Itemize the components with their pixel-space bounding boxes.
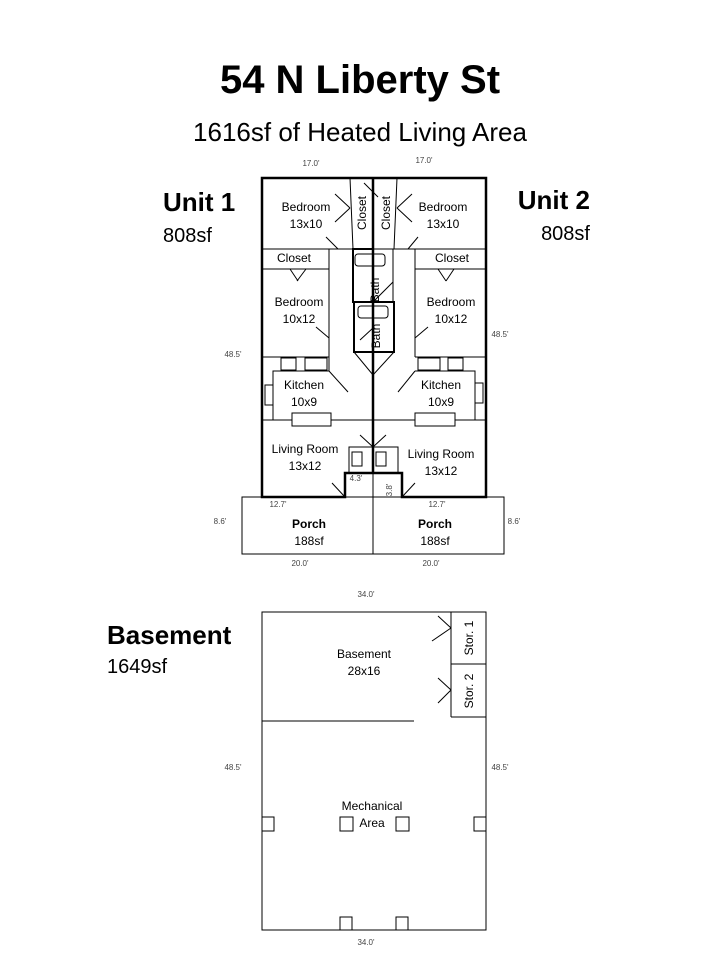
unit-2-area: 808sf (541, 223, 590, 245)
bedroom-2-mid-name: Bedroom (427, 295, 476, 309)
basement-label: Basement (107, 620, 232, 650)
living-1-size: 13x12 (289, 459, 322, 473)
living-2-name: Living Room (408, 447, 475, 461)
storage-1: Stor. 1 (462, 620, 476, 655)
dim-porch-width-right: 20.0' (422, 559, 440, 568)
dim-basement-width: 34.0' (357, 938, 375, 947)
bath-1: Bath (368, 278, 382, 303)
kitchen-2-name: Kitchen (421, 378, 461, 392)
mechanical-name: Mechanical (342, 799, 403, 813)
dim-porch-inner-left: 12.7' (269, 500, 287, 509)
dim-right-side: 48.5' (491, 330, 509, 339)
column (395, 816, 410, 832)
porch-2-name: Porch (418, 517, 452, 531)
column (339, 916, 353, 931)
main-floor-walls (241, 176, 505, 555)
basement-area: 1649sf (107, 656, 168, 678)
dim-porch-inner-right: 12.7' (428, 500, 446, 509)
dim-overall-width: 34.0' (357, 590, 375, 599)
basement-room-name: Basement (337, 647, 392, 661)
column (473, 816, 487, 832)
unit-1-area: 808sf (163, 225, 212, 247)
storage-2: Stor. 2 (462, 673, 476, 708)
basement-walls (261, 611, 487, 931)
kitchen-1-size: 10x9 (291, 395, 317, 409)
porch-1-area: 188sf (294, 534, 324, 548)
dim-notch-left: 4.3' (350, 474, 363, 483)
dim-porch-depth-right: 8.6' (508, 517, 521, 526)
page-title: 54 N Liberty St (219, 58, 501, 102)
dim-notch-right: 3.8' (385, 483, 394, 496)
heated-area-subtitle: 1616sf of Heated Living Area (193, 117, 527, 147)
closet-2-top: Closet (379, 195, 393, 230)
bedroom-1-top-name: Bedroom (282, 200, 331, 214)
column (395, 916, 409, 931)
bedroom-2-mid-size: 10x12 (435, 312, 468, 326)
column (261, 816, 275, 832)
closet-2-mid: Closet (435, 251, 470, 265)
dim-top-left: 17.0' (302, 159, 320, 168)
bedroom-1-mid-size: 10x12 (283, 312, 316, 326)
kitchen-2-size: 10x9 (428, 395, 454, 409)
bedroom-1-mid-name: Bedroom (275, 295, 324, 309)
bath-2: Bath (369, 324, 383, 349)
dim-top-right: 17.0' (415, 156, 433, 165)
dim-left-side: 48.5' (224, 350, 242, 359)
living-1-name: Living Room (272, 442, 339, 456)
basement-labels: Basement 28x16 Stor. 1 Stor. 2 Mechanica… (224, 620, 509, 947)
dim-porch-width-left: 20.0' (291, 559, 309, 568)
dim-basement-left: 48.5' (224, 763, 242, 772)
dim-porch-depth-left: 8.6' (214, 517, 227, 526)
unit-1-label: Unit 1 (163, 187, 236, 217)
main-floor-labels: Bedroom 13x10 Bedroom 13x10 Closet Close… (214, 156, 521, 599)
unit-2-label: Unit 2 (517, 185, 590, 215)
porch-1-name: Porch (292, 517, 326, 531)
bedroom-2-top-size: 13x10 (427, 217, 460, 231)
mechanical-name-2: Area (359, 816, 385, 830)
closet-1-top: Closet (355, 195, 369, 230)
kitchen-1-name: Kitchen (284, 378, 324, 392)
living-2-size: 13x12 (425, 464, 458, 478)
column (339, 816, 354, 832)
closet-1-mid: Closet (277, 251, 312, 265)
dim-basement-right: 48.5' (491, 763, 509, 772)
basement-room-size: 28x16 (348, 664, 381, 678)
porch-2-area: 188sf (420, 534, 450, 548)
bedroom-1-top-size: 13x10 (290, 217, 323, 231)
bedroom-2-top-name: Bedroom (419, 200, 468, 214)
